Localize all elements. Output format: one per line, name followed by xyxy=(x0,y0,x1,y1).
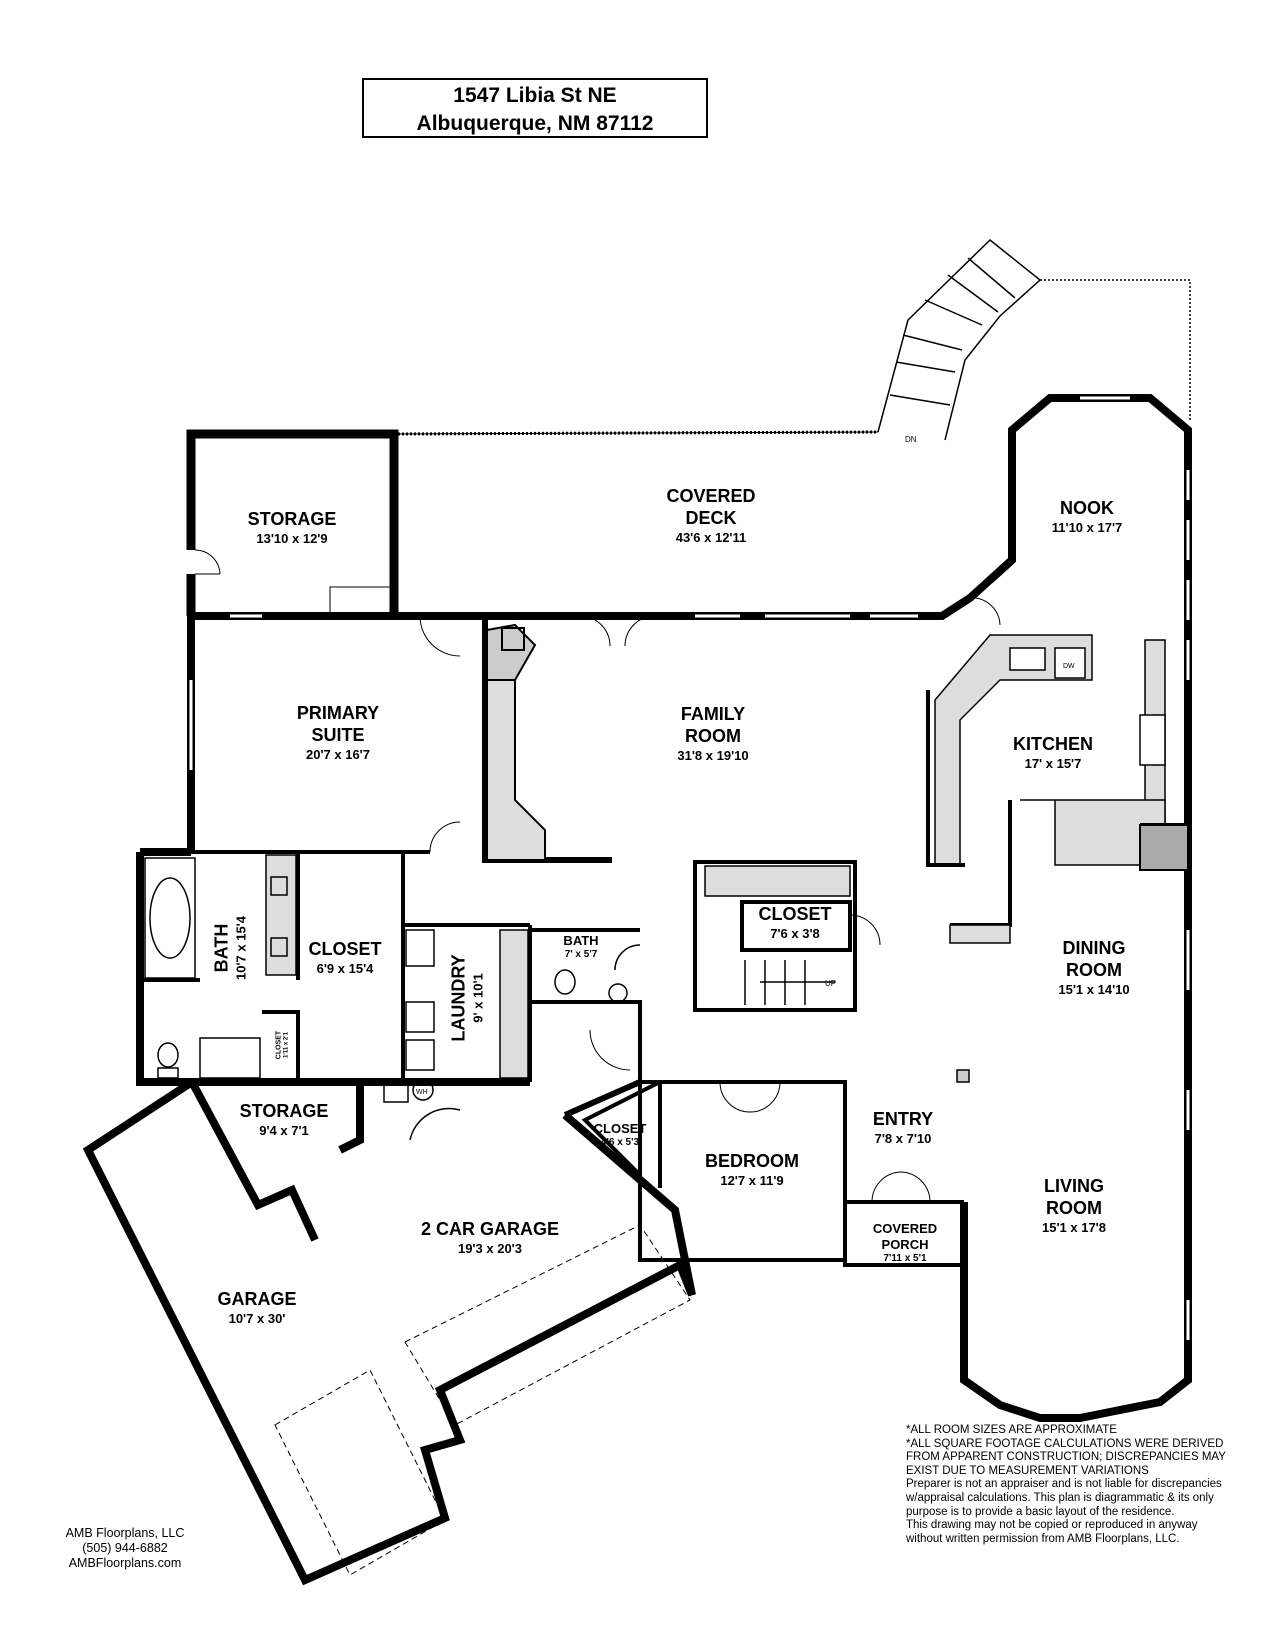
room-entry: ENTRY 7'8 x 7'10 xyxy=(873,1108,933,1147)
room-name-line2: PORCH xyxy=(881,1237,929,1252)
room-closet-small: CLOSET 1'11 x 2'1 xyxy=(276,1031,291,1059)
note-room-sizes: *ALL ROOM SIZES ARE APPROXIMATE xyxy=(906,1424,1117,1436)
room-name-line1: COVERED xyxy=(872,1221,938,1236)
room-closet-bedroom: CLOSET 4'6 x 5'3 xyxy=(594,1121,647,1149)
room-dims: 7'8 x 7'10 xyxy=(874,1131,932,1146)
room-covered-deck: COVERED DECK 43'6 x 12'11 xyxy=(666,485,755,546)
room-dims: 15'1 x 14'10 xyxy=(1058,982,1130,997)
room-name-line1: DINING xyxy=(1062,938,1126,958)
room-dims: 10'7 x 30' xyxy=(228,1311,286,1326)
room-name: CLOSET xyxy=(758,904,832,924)
note-square-footage: *ALL SQUARE FOOTAGE CALCULATIONS WERE DE… xyxy=(906,1437,1226,1477)
deck-railing xyxy=(393,430,879,436)
room-name-line2: ROOM xyxy=(685,726,741,746)
room-dims: 13'10 x 12'9 xyxy=(256,531,328,546)
room-dims: 6'9 x 15'4 xyxy=(316,961,374,976)
room-dining: DINING ROOM 15'1 x 14'10 xyxy=(1058,937,1129,998)
address-title-box: 1547 Libia St NE Albuquerque, NM 87112 xyxy=(362,78,708,138)
room-dims: 20'7 x 16'7 xyxy=(305,747,371,762)
room-dims: 11'10 x 17'7 xyxy=(1051,520,1123,535)
note-copyright: This drawing may not be copied or reprod… xyxy=(906,1519,1198,1545)
room-dims: 9' x 10'1 xyxy=(470,973,486,1023)
room-name-line2: DECK xyxy=(685,508,737,528)
stair-up-label: UP xyxy=(825,979,836,988)
room-name: LAUNDRY xyxy=(448,954,469,1042)
room-storage-lower: STORAGE 9'4 x 7'1 xyxy=(240,1100,329,1139)
stair-down-label: DN xyxy=(905,435,917,444)
room-dims: 43'6 x 12'11 xyxy=(675,530,747,545)
disclaimer-notes: *ALL ROOM SIZES ARE APPROXIMATE *ALL SQU… xyxy=(906,1424,1236,1546)
room-bath-primary: BATH 10'7 x 15'4 xyxy=(211,916,250,980)
dishwasher-label: DW xyxy=(1063,663,1075,670)
stairs-down xyxy=(877,239,1191,441)
room-dims: 7' x 5'7 xyxy=(564,949,598,960)
address-line-1: 1547 Libia St NE xyxy=(453,84,617,107)
room-name-line1: PRIMARY xyxy=(296,703,380,723)
room-kitchen: KITCHEN 17' x 15'7 xyxy=(1013,733,1093,772)
room-family-room: FAMILY ROOM 31'8 x 19'10 xyxy=(677,703,748,764)
room-name: BATH xyxy=(211,923,232,973)
room-name: BATH xyxy=(563,933,599,948)
room-name-line1: LIVING xyxy=(1043,1176,1104,1196)
room-dims: 4'6 x 5'3 xyxy=(600,1137,640,1148)
entry-porch xyxy=(843,1200,964,1267)
room-name: NOOK xyxy=(1060,498,1114,518)
room-name-line1: COVERED xyxy=(666,486,756,506)
room-living: LIVING ROOM 15'1 x 17'8 xyxy=(1042,1175,1106,1236)
small-bath xyxy=(530,928,642,1082)
room-name: 2 CAR GARAGE xyxy=(420,1219,560,1239)
company-name: AMB Floorplans, LLC xyxy=(65,1526,185,1540)
room-name: STORAGE xyxy=(239,1101,329,1121)
room-name: BEDROOM xyxy=(705,1151,799,1171)
room-name-line1: FAMILY xyxy=(680,704,746,724)
company-credit: AMB Floorplans, LLC (505) 944-6882 AMBFl… xyxy=(40,1526,210,1571)
kitchen-counters xyxy=(934,634,1166,866)
garage-doors xyxy=(274,1224,691,1576)
room-dims: 7'11 x 5'1 xyxy=(883,1253,927,1264)
room-two-car-garage: 2 CAR GARAGE 19'3 x 20'3 xyxy=(421,1218,559,1257)
room-laundry: LAUNDRY 9' x 10'1 xyxy=(448,954,487,1041)
room-covered-porch: COVERED PORCH 7'11 x 5'1 xyxy=(873,1221,937,1265)
room-name-line2: ROOM xyxy=(1046,1198,1102,1218)
room-name: STORAGE xyxy=(247,509,337,529)
note-appraiser: Preparer is not an appraiser and is not … xyxy=(906,1478,1222,1518)
room-name: KITCHEN xyxy=(1013,734,1093,754)
company-website: AMBFloorplans.com xyxy=(68,1556,182,1570)
garage-walls xyxy=(82,1078,696,1586)
room-nook: NOOK 11'10 x 17'7 xyxy=(1052,497,1123,536)
room-dims: 31'8 x 19'10 xyxy=(677,748,749,763)
room-name: CLOSET xyxy=(593,1121,647,1136)
room-name: CLOSET xyxy=(275,1030,283,1060)
room-bedroom: BEDROOM 12'7 x 11'9 xyxy=(705,1150,799,1189)
room-name: ENTRY xyxy=(872,1109,934,1129)
stair-closet xyxy=(693,860,857,1012)
room-storage-upper: STORAGE 13'10 x 12'9 xyxy=(248,508,337,547)
room-name: CLOSET xyxy=(308,939,382,959)
room-name-line2: SUITE xyxy=(311,725,365,745)
room-garage: GARAGE 10'7 x 30' xyxy=(217,1288,296,1327)
room-name: GARAGE xyxy=(217,1289,297,1309)
room-dims: 7'6 x 3'8 xyxy=(770,926,820,941)
room-dims: 9'4 x 7'1 xyxy=(259,1123,309,1138)
company-phone: (505) 944-6882 xyxy=(82,1541,168,1555)
windows-right xyxy=(189,396,1190,1340)
room-dims: 1'11 x 2'1 xyxy=(283,1032,290,1058)
room-closet-primary: CLOSET 6'9 x 15'4 xyxy=(308,938,381,977)
room-primary-suite: PRIMARY SUITE 20'7 x 16'7 xyxy=(297,702,379,763)
address-line-2: Albuquerque, NM 87112 xyxy=(416,112,654,135)
room-dims: 12'7 x 11'9 xyxy=(720,1173,784,1188)
room-dims: 10'7 x 15'4 xyxy=(233,915,249,981)
room-dims: 19'3 x 20'3 xyxy=(457,1241,523,1256)
fireplace xyxy=(482,616,612,863)
water-heater-label: WH xyxy=(416,1089,428,1096)
room-dims: 17' x 15'7 xyxy=(1024,756,1082,771)
room-dims: 15'1 x 17'8 xyxy=(1041,1220,1107,1235)
room-name-line2: ROOM xyxy=(1066,960,1122,980)
room-bath-small: BATH 7' x 5'7 xyxy=(563,933,598,961)
bath-fixtures xyxy=(144,854,297,1079)
room-closet-stair: CLOSET 7'6 x 3'8 xyxy=(758,903,831,942)
